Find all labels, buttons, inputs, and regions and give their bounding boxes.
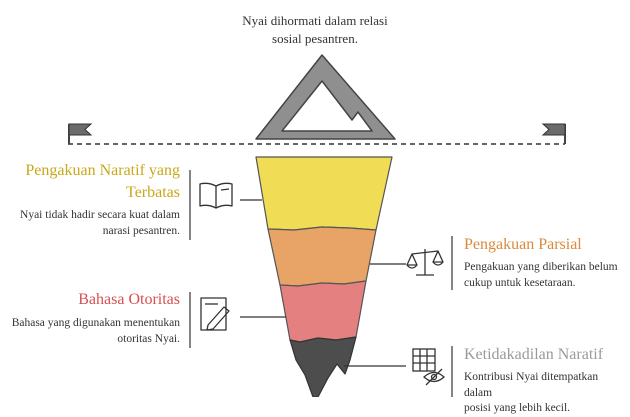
layer-3-desc-line-1: Bahasa yang digunakan menentukan <box>11 317 180 329</box>
layer-1-title-line-1: Pengakuan Naratif yang <box>25 162 180 179</box>
layer-1-desc: Nyai tidak hadir secara kuat dalam naras… <box>10 208 180 239</box>
layer-2-desc: Pengakuan yang diberikan belum cukup unt… <box>464 260 626 291</box>
layer-1-desc-line-2: narasi pesantren. <box>102 224 180 237</box>
layer-3-title-line-1: Bahasa Otoritas <box>78 291 180 308</box>
layer-2-desc-line-1: Pengakuan yang diberikan belum <box>464 261 618 273</box>
mountain-tip-icon <box>255 54 396 140</box>
connector-layer-1 <box>189 170 262 240</box>
layer-3-title: Bahasa Otoritas <box>20 289 180 311</box>
iceberg-layer-4 <box>289 336 357 397</box>
layer-2-title: Pengakuan Parsial <box>464 234 624 256</box>
connector-layer-3 <box>189 292 286 348</box>
layer-4-desc-line-1: Kontribusi Nyai ditempatkan dalam <box>464 371 599 399</box>
top-caption: Nyai dihormati dalam relasi sosial pesan… <box>215 12 415 48</box>
right-flag-icon <box>541 123 566 144</box>
connector-layer-2 <box>370 236 453 290</box>
table-hidden-icon <box>412 348 445 386</box>
open-book-icon <box>199 182 233 209</box>
layer-3-desc-line-2: otoritas Nyai. <box>117 332 180 345</box>
layer-1-title-line-2: Terbatas <box>126 183 180 201</box>
layer-3-desc: Bahasa yang digunakan menentukan otorita… <box>4 316 180 347</box>
iceberg-layer-2 <box>267 226 377 287</box>
layer-2-desc-line-2: cukup untuk kesetaraan. <box>464 276 576 289</box>
layer-1-desc-line-1: Nyai tidak hadir secara kuat dalam <box>20 209 180 221</box>
iceberg-layer-3 <box>279 280 367 343</box>
balance-scale-icon <box>406 249 444 276</box>
top-caption-line-1: Nyai dihormati dalam relasi <box>242 13 388 28</box>
iceberg-layer-1 <box>255 156 393 231</box>
layer-4-title-line-1: Ketidakadilan Naratif <box>464 346 604 363</box>
layer-4-desc: Kontribusi Nyai ditempatkan dalam posisi… <box>464 370 628 417</box>
left-flag-icon <box>68 123 93 144</box>
layer-4-desc-line-2: posisi yang lebih kecil. <box>464 402 571 415</box>
top-caption-line-2: sosial pesantren. <box>272 31 358 47</box>
layer-2-title-line-1: Pengakuan Parsial <box>464 236 582 253</box>
iceberg-diagram <box>68 54 566 397</box>
connector-layer-4 <box>344 346 453 397</box>
layer-1-title: Pengakuan Naratif yang Terbatas <box>20 160 180 203</box>
layer-4-title: Ketidakadilan Naratif <box>464 344 624 366</box>
document-edit-icon <box>200 297 230 331</box>
